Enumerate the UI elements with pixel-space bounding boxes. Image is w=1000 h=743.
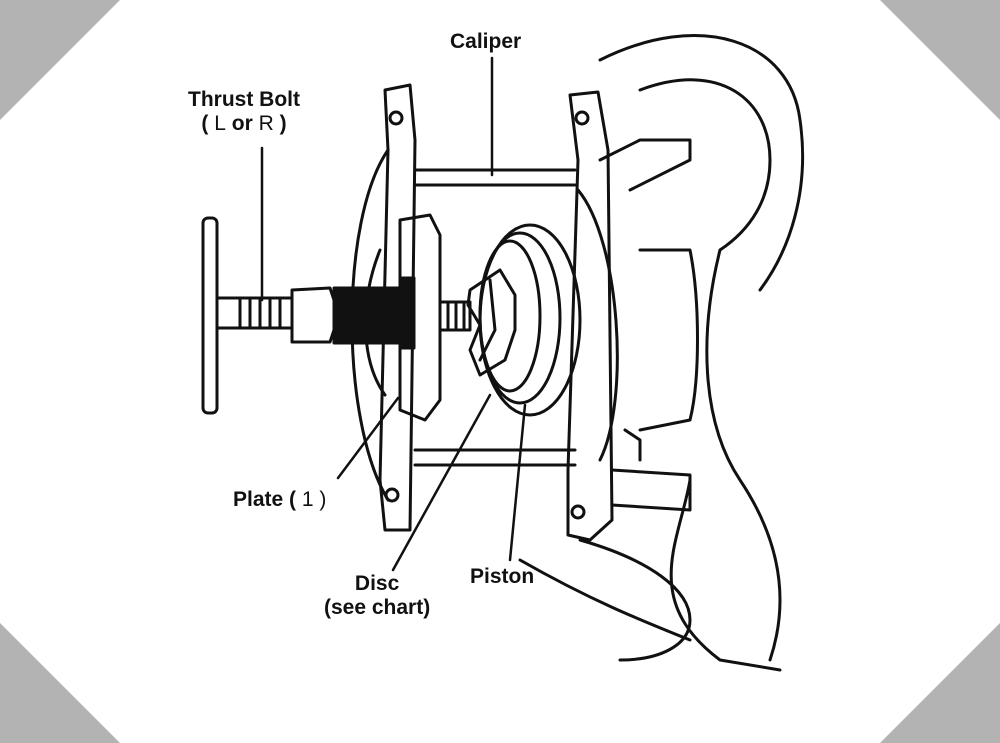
caliper-label: Caliper xyxy=(450,30,522,53)
plate-close: ) xyxy=(313,488,327,511)
piston-label: Piston xyxy=(470,565,535,588)
variant-close: ) xyxy=(273,112,287,136)
thrust-bolt-label: Thrust Bolt ( L or R ) xyxy=(188,88,300,136)
caliper-body xyxy=(350,83,692,542)
variant-r: R xyxy=(258,112,274,136)
piston xyxy=(478,223,582,417)
plate-leader xyxy=(336,396,400,480)
variant-open: ( xyxy=(201,112,215,136)
wheel-hub-outline xyxy=(518,34,805,672)
thrust-bolt xyxy=(201,216,472,415)
plate-label: Plate ( 1 ) xyxy=(233,488,326,512)
plate-text: Plate ( xyxy=(233,488,302,511)
thrust-bolt-variant: ( L or R ) xyxy=(188,112,300,136)
disc-note: (see chart) xyxy=(324,596,431,620)
disc xyxy=(466,268,517,377)
piston-leader xyxy=(508,403,527,562)
plate-number: 1 xyxy=(301,488,314,511)
disc-label: Disc (see chart) xyxy=(324,572,430,620)
thrust-bolt-title: Thrust Bolt xyxy=(188,88,300,111)
variant-l: L xyxy=(214,112,226,136)
variant-or: or xyxy=(225,112,259,136)
disc-leader xyxy=(391,393,492,572)
leader-lines xyxy=(260,56,527,572)
disc-title: Disc xyxy=(354,572,400,595)
